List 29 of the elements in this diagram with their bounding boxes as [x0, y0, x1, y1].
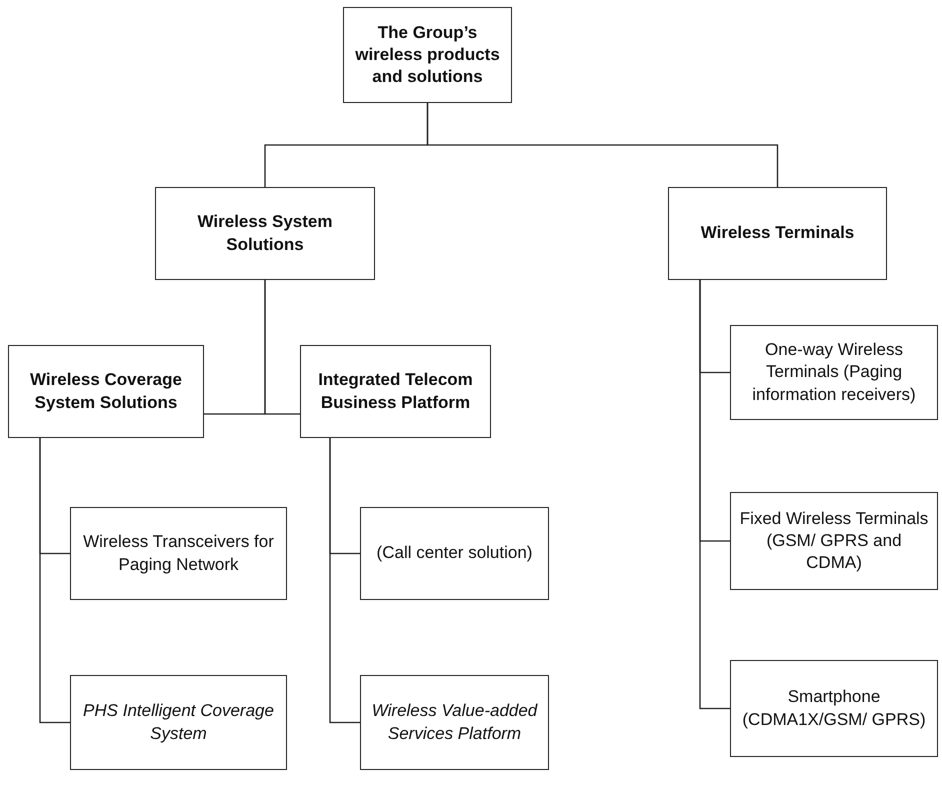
- box-label: PHS Intelligent Coverage System: [82, 700, 275, 744]
- box-label: Wireless Coverage System Solutions: [29, 369, 183, 414]
- box-label: One-way Wireless Terminals (Paging information receivers): [751, 339, 917, 406]
- box-label: Fixed Wireless Terminals (GSM/ GPRS and CDMA): [739, 508, 929, 574]
- connector-line: [39, 438, 70, 724]
- org-box: [155, 187, 375, 280]
- org-box: [360, 507, 549, 600]
- box-label: (Call center solution): [376, 542, 532, 564]
- org-box: [70, 507, 287, 600]
- connector-line: [699, 280, 730, 710]
- org-box: [730, 660, 938, 757]
- org-box: [8, 345, 204, 438]
- connector-line: [426, 103, 778, 187]
- box-label: Wireless System Solutions: [196, 211, 334, 256]
- org-box: [360, 675, 549, 770]
- org-box: [730, 325, 938, 420]
- org-box: [730, 492, 938, 590]
- box-label: The Group’s wireless products and solutions: [354, 22, 501, 88]
- org-box: [300, 345, 491, 438]
- org-box: [70, 675, 287, 770]
- org-box: [343, 7, 512, 103]
- org-box: [668, 187, 887, 280]
- box-label: Wireless Value-added Services Platform: [370, 700, 539, 744]
- box-label: Wireless Transceivers for Paging Network: [82, 531, 275, 576]
- connector-line: [329, 438, 360, 724]
- box-label: Smartphone (CDMA1X/GSM/ GPRS): [741, 686, 927, 730]
- box-label: Wireless Terminals: [700, 222, 854, 244]
- connector-line: [264, 280, 300, 415]
- box-label: Integrated Telecom Business Platform: [317, 369, 474, 414]
